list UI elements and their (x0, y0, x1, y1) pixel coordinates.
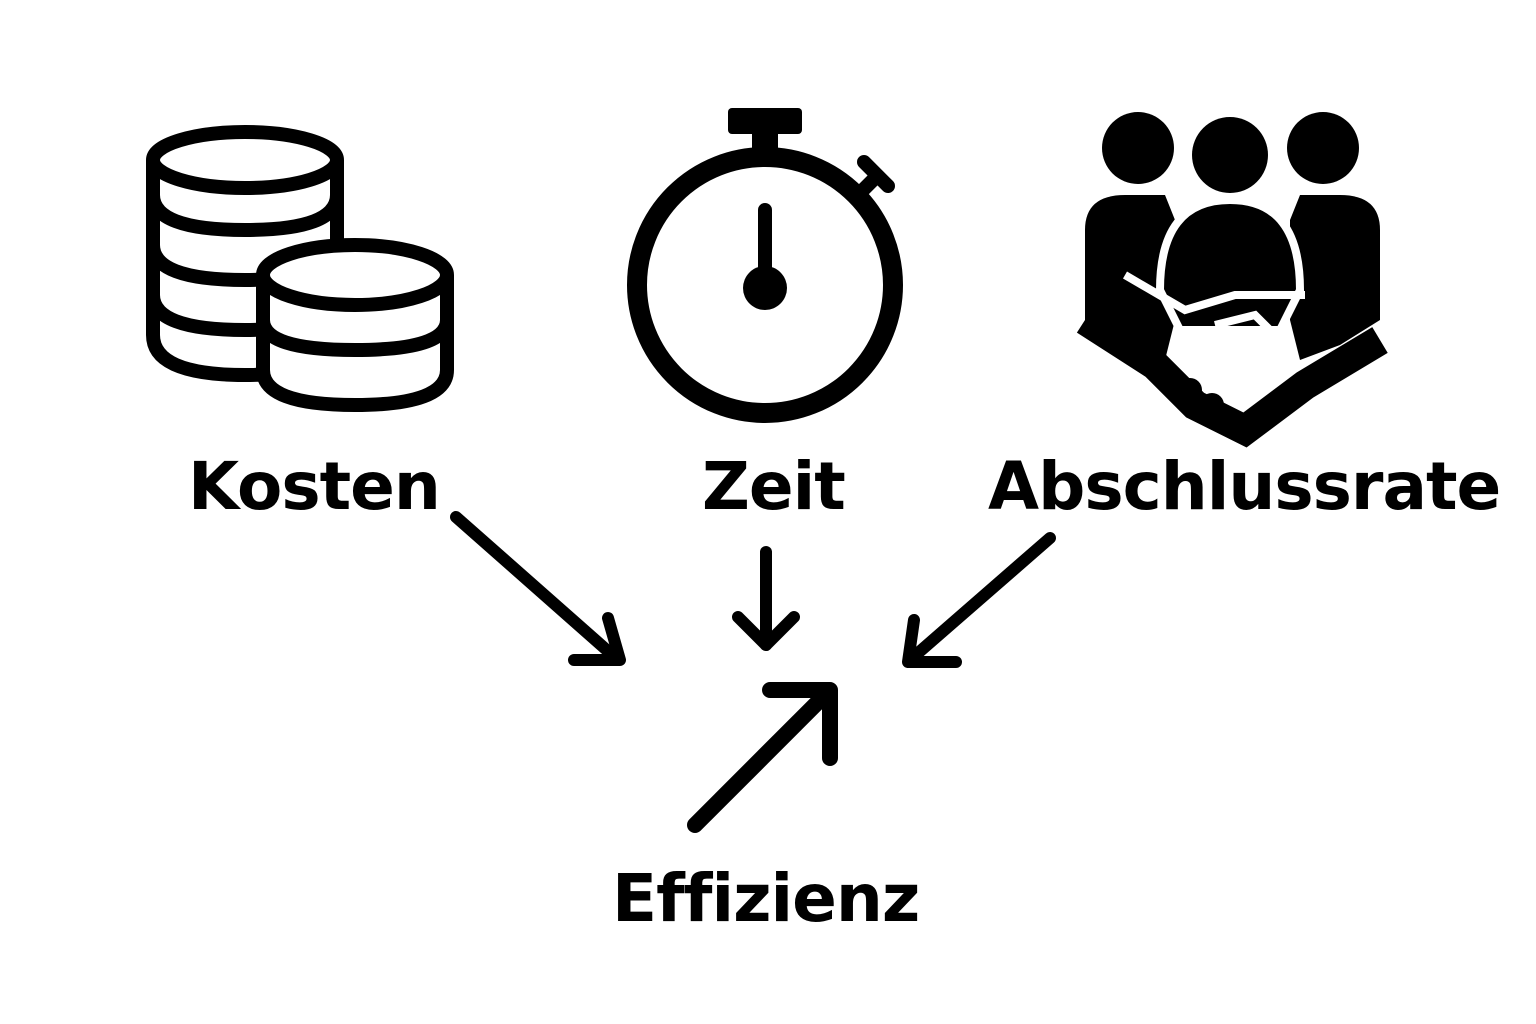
team-handshake-icon (1076, 112, 1388, 448)
label-efficiency: Effizienz (612, 860, 920, 937)
label-close-rate: Abschlussrate (988, 448, 1501, 525)
arrow-time-to-efficiency (732, 546, 800, 651)
coins-icon (146, 125, 454, 412)
arrows (450, 511, 1056, 833)
stopwatch-icon (627, 108, 903, 423)
label-time: Zeit (702, 448, 846, 525)
arrow-efficiency-up (687, 682, 838, 833)
arrow-costs-to-efficiency (450, 511, 626, 666)
arrow-close-rate-to-efficiency (902, 532, 1056, 668)
label-costs: Kosten (188, 448, 441, 525)
